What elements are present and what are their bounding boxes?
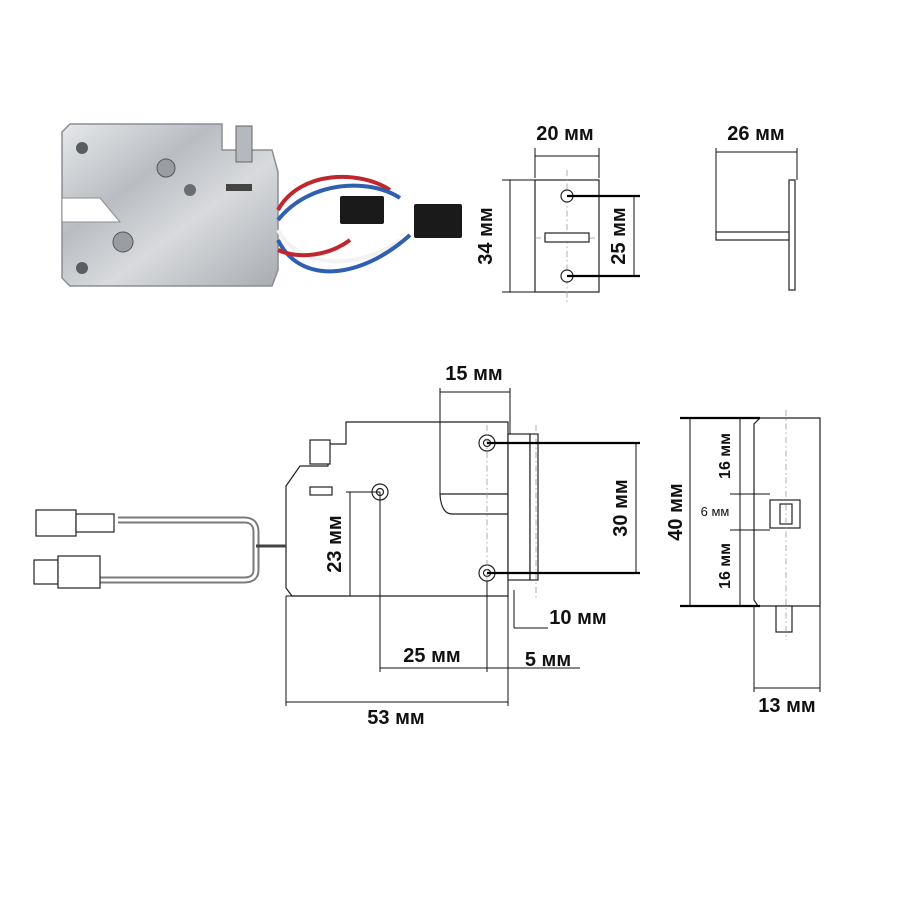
label-top-height: 34 мм: [475, 207, 497, 264]
label-hole-height: 23 мм: [324, 515, 346, 572]
label-top-hole-spacing: 25 мм: [608, 207, 630, 264]
label-end-width: 13 мм: [758, 695, 815, 717]
label-hole-to-edge: 25 мм: [403, 645, 460, 667]
label-top-width: 20 мм: [536, 123, 593, 145]
label-plate-thickness: 10 мм: [549, 607, 606, 629]
label-end-lower: 16 мм: [717, 543, 734, 589]
end-view: [680, 410, 821, 692]
label-end-height: 40 мм: [665, 483, 687, 540]
label-end-gap: 6 мм: [701, 504, 730, 519]
product-photo: [61, 123, 462, 287]
label-end-upper: 16 мм: [717, 433, 734, 479]
label-edge-offset: 5 мм: [525, 649, 571, 671]
side-bracket-view: [715, 148, 798, 291]
dimension-labels: 20 мм 34 мм 25 мм 26 мм 15 мм 30 мм 23 м…: [324, 123, 816, 729]
label-body-length: 53 мм: [367, 707, 424, 729]
label-side-depth: 26 мм: [727, 123, 784, 145]
label-slot-offset: 15 мм: [445, 363, 502, 385]
small-plate-view: [502, 148, 640, 302]
label-hole-spacing: 30 мм: [610, 479, 632, 536]
main-front-view: [33, 388, 640, 706]
